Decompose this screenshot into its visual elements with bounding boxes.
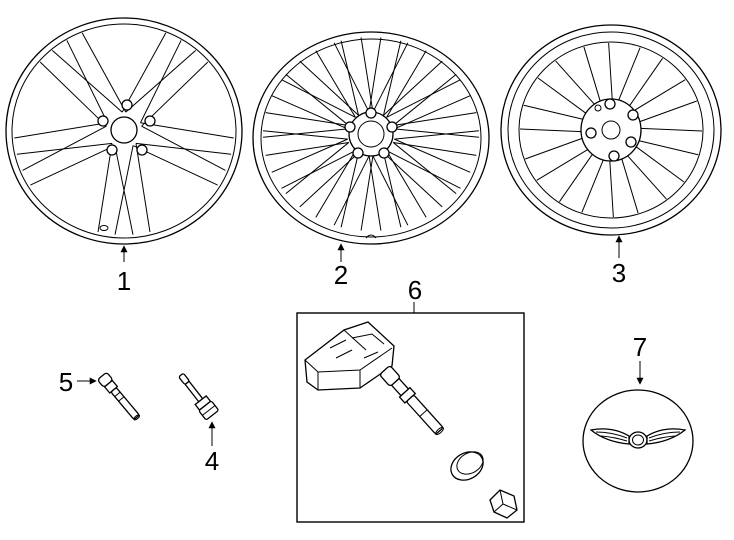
wheel-3-spoke	[640, 127, 703, 132]
center-cap-7[interactable]	[582, 389, 694, 493]
wheel-3-lug-holes	[585, 98, 639, 162]
wheel-3-spoke	[609, 160, 614, 218]
callout-7: 7	[633, 332, 647, 362]
callout-5: 5	[59, 367, 73, 397]
callout-6: 6	[408, 275, 422, 305]
wheel-2-spoke	[265, 112, 349, 127]
wheel-1-spoke	[30, 145, 116, 186]
wheel-2-spoke	[285, 73, 350, 126]
valve-stem-5[interactable]	[97, 372, 142, 422]
wheel-2-spoke	[394, 95, 471, 130]
wheel-3-spoke	[618, 47, 641, 101]
wheel-1-spoke	[141, 61, 209, 127]
wheel-1-spoke	[140, 40, 182, 123]
wheel-3-spoke	[635, 146, 685, 183]
wheel-1-spoke	[97, 143, 113, 233]
wheel-1-spoke	[81, 32, 127, 113]
wheel-2-spoke	[360, 37, 374, 113]
callout-4: 4	[205, 446, 219, 476]
tpms-kit-box	[296, 312, 525, 523]
wheel-1-spoke	[39, 61, 107, 127]
wheel-3-spoke	[581, 159, 604, 213]
wheel-1-spoke	[114, 145, 134, 235]
wheel-2-spoke	[368, 155, 382, 231]
wheel-3-spoke	[608, 42, 613, 100]
wheel-2-spoke	[263, 128, 348, 138]
wheel-2-spoke	[281, 79, 356, 118]
wheel-1-spoke	[14, 122, 108, 139]
wheel-2-spoke	[271, 138, 348, 173]
wheel-3-spoke	[639, 140, 699, 156]
wheel-2-spoke	[285, 142, 350, 195]
wheel-1[interactable]	[5, 17, 243, 245]
tpms-sensor-kit-6[interactable]	[304, 321, 518, 519]
wheel-3-spoke	[583, 46, 601, 102]
wheel-2-spoke	[372, 42, 409, 113]
wheel-2-spoke	[281, 150, 356, 189]
wheel-2-spoke	[386, 150, 461, 189]
wheel-3-spoke	[621, 158, 639, 214]
wheel-1-spokes	[14, 32, 234, 235]
wheel-1-lug-holes	[97, 99, 156, 156]
wheel-2-spoke	[386, 50, 427, 118]
wheel-2-spokes	[263, 37, 479, 231]
wheel-3-spoke	[639, 100, 697, 123]
wheel-3-spoke	[627, 155, 667, 200]
wheel-2[interactable]	[252, 31, 490, 245]
wheel-2-spoke	[392, 73, 457, 126]
valve-stem-4[interactable]	[175, 370, 219, 420]
wheel-2-spoke	[372, 155, 409, 226]
wheel-1-spoke	[135, 142, 232, 155]
wheel-3-spoke	[555, 60, 595, 105]
wing-emblem-icon	[589, 428, 687, 449]
wheel-2-spoke	[333, 155, 370, 226]
wheel-2-spoke	[383, 40, 402, 116]
wheel-2-spoke	[340, 152, 359, 228]
callout-1: 1	[117, 266, 131, 296]
wheel-2-spoke	[299, 60, 359, 116]
wheel-2-spoke	[263, 130, 348, 140]
wheel-3-spoke	[634, 79, 686, 111]
wheel-2-spoke	[393, 141, 477, 156]
callout-2: 2	[334, 260, 348, 290]
wheel-3-spoke	[525, 137, 583, 160]
wheel-3-spoke	[629, 58, 663, 106]
wheel-3-spoke	[559, 154, 593, 202]
wheel-3-spoke	[537, 77, 587, 114]
wheel-2-spoke	[394, 128, 479, 138]
wheel-3[interactable]	[500, 24, 722, 236]
wheel-1-spoke	[135, 143, 151, 233]
wheel-2-spoke	[383, 152, 443, 208]
wheel-2-spoke	[394, 130, 479, 140]
wheel-2-spoke	[333, 42, 370, 113]
wheel-2-spoke	[392, 142, 457, 195]
wheel-2-lug-holes	[344, 107, 398, 159]
wheel-3-spokes	[519, 42, 703, 218]
wheel-2-spoke	[315, 150, 356, 218]
wheel-1-spoke	[22, 125, 107, 171]
wheel-1-spoke	[66, 40, 108, 123]
wheel-3-spoke	[536, 149, 588, 181]
wheel-3-spoke	[519, 128, 582, 133]
wheel-2-spoke	[340, 40, 359, 116]
callout-3: 3	[612, 258, 626, 288]
wheel-3-spoke	[523, 104, 583, 120]
wheel-1-spoke	[121, 32, 167, 113]
wheel-2-spoke	[386, 79, 461, 118]
wheel-1-spoke	[140, 122, 234, 139]
wheel-2-spoke	[383, 152, 402, 228]
